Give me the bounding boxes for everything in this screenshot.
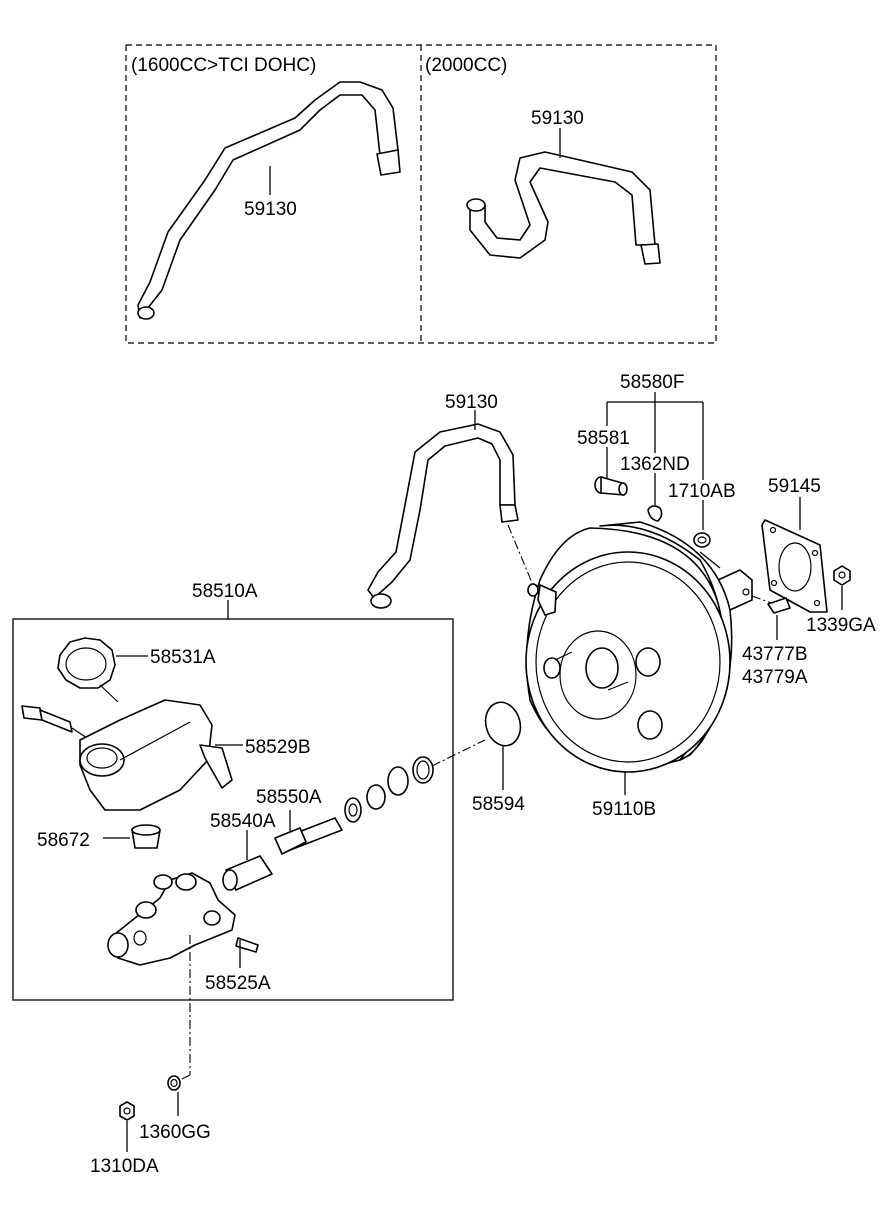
label-secondary-piston: 58550A xyxy=(256,787,322,808)
label-gasket: 59145 xyxy=(768,476,821,497)
booster-nut xyxy=(833,565,851,610)
label-washer: 1710AB xyxy=(668,481,736,502)
label-grommet: 58672 xyxy=(37,830,90,851)
label-booster: 59110B xyxy=(592,799,656,820)
label-hose-1600: 59130 xyxy=(244,199,297,220)
booster-clip xyxy=(647,505,663,522)
booster-washer xyxy=(693,532,711,548)
bottom-washer xyxy=(167,1075,181,1116)
booster-gasket xyxy=(761,497,828,613)
label-hose-main: 59130 xyxy=(445,392,498,413)
reservoir-cap xyxy=(57,637,148,703)
secondary-piston xyxy=(274,810,343,855)
label-o-ring: 58594 xyxy=(472,794,525,815)
vacuum-hose-main xyxy=(367,410,536,609)
reservoir xyxy=(79,699,243,811)
label-nut-booster: 1339GA xyxy=(806,615,876,636)
variant-label-2000: (2000CC) xyxy=(425,55,507,76)
piston-seals xyxy=(344,739,486,823)
label-reservoir: 58529B xyxy=(245,737,311,758)
vacuum-hose-1600 xyxy=(137,81,401,320)
level-sensor xyxy=(21,705,91,741)
label-master-cyl-assy: 58510A xyxy=(192,581,258,602)
label-clip: 1362ND xyxy=(620,454,690,475)
brake-booster xyxy=(525,521,733,795)
primary-piston xyxy=(222,830,273,891)
master-cylinder xyxy=(107,872,259,1083)
label-clevis-pin-1: 43777B xyxy=(742,644,808,665)
label-washer-bottom: 1360GG xyxy=(139,1122,211,1143)
label-bolt: 58525A xyxy=(205,973,271,994)
pin-kit-leaders xyxy=(606,392,704,530)
label-clevis-pin-2: 43779A xyxy=(742,667,808,688)
label-pin: 58581 xyxy=(577,428,630,449)
booster-o-ring xyxy=(484,701,522,790)
variant-boxes xyxy=(125,44,717,344)
label-hose-2000: 59130 xyxy=(531,108,584,129)
booster-pin xyxy=(594,476,628,496)
master-cylinder-box xyxy=(12,618,454,1001)
grommet xyxy=(103,824,161,849)
vacuum-hose-2000 xyxy=(466,128,661,265)
label-primary-piston: 58540A xyxy=(210,811,276,832)
label-nut-bottom: 1310DA xyxy=(90,1156,159,1177)
label-reservoir-cap: 58531A xyxy=(150,647,216,668)
variant-label-1600: (1600CC>TCI DOHC) xyxy=(131,55,316,76)
label-pin-kit: 58580F xyxy=(620,372,684,393)
bottom-nut xyxy=(119,1101,135,1152)
